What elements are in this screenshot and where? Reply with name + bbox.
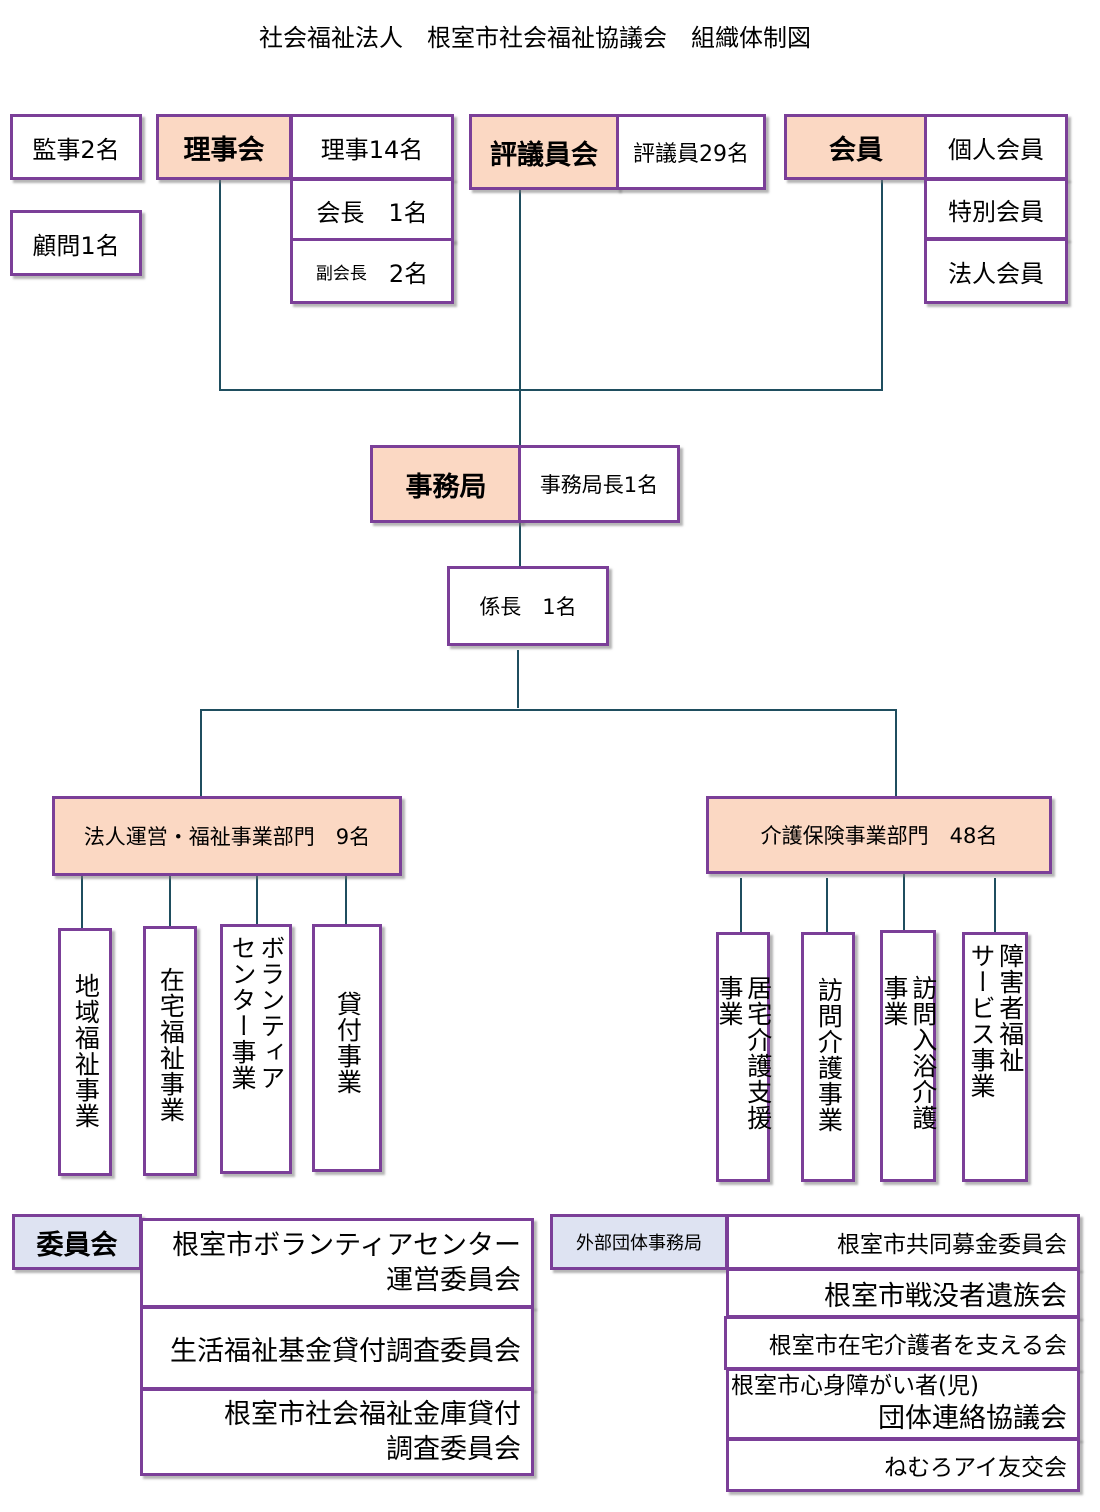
board-vice-chair: 副会長 2名: [290, 238, 454, 304]
external-line: 根室市心身障がい者(児): [731, 1372, 979, 1399]
auditor-box: 監事2名: [10, 114, 142, 180]
board-chair: 会長 1名: [290, 178, 454, 242]
external-eye-friendship: ねむろアイ友交会: [726, 1438, 1080, 1492]
secretariat-header: 事務局: [370, 445, 522, 523]
council-members: 評議員29名: [616, 114, 766, 190]
external-bereaved-families: 根室市戦没者遺族会: [726, 1268, 1080, 1318]
council-header: 評議員会: [469, 114, 619, 190]
membership-header: 会員: [784, 114, 928, 180]
unit-disability-services: 障害者福祉 サービス事業: [962, 932, 1028, 1182]
unit-home-care-support: 居宅介護支援 事業: [715, 932, 773, 1182]
unit-label: 訪問介護事業: [814, 977, 844, 1133]
committee-line: 根室市社会福祉金庫貸付: [224, 1398, 521, 1430]
board-header: 理事会: [156, 114, 292, 180]
committee-line: 根室市ボランティアセンター: [172, 1229, 521, 1261]
committee-line: 調査委員会: [386, 1434, 521, 1465]
department-admin-welfare: 法人運営・福祉事業部門 9名: [52, 796, 402, 876]
unit-label: 居宅介護支援 事業: [715, 975, 773, 1131]
chief-box: 係長 1名: [447, 566, 609, 646]
unit-volunteer-center: ボランティア センター事業: [220, 924, 292, 1174]
external-header: 外部団体事務局: [550, 1214, 728, 1270]
advisor-box: 顧問1名: [10, 210, 142, 276]
department-care-insurance: 介護保険事業部門 48名: [706, 796, 1052, 874]
member-type-individual: 個人会員: [924, 114, 1068, 180]
unit-label: 障害者福祉 サービス事業: [967, 943, 1025, 1099]
unit-home-visit-care: 訪問介護事業: [801, 932, 855, 1182]
unit-label: ボランティア センター事業: [228, 935, 286, 1091]
external-line: 団体連絡協議会: [878, 1403, 1067, 1435]
unit-home-bathing: 訪問入浴介護 事業: [880, 930, 938, 1182]
page-title: 社会福祉法人 根室市社会福祉協議会 組織体制図: [259, 24, 811, 52]
unit-label: 在宅福祉事業: [156, 967, 186, 1123]
unit-label: 訪問入浴介護 事業: [880, 975, 938, 1131]
unit-community-welfare: 地域福祉事業: [58, 928, 112, 1176]
external-community-chest: 根室市共同募金委員会: [726, 1214, 1080, 1270]
secretariat-head: 事務局長1名: [518, 445, 680, 523]
board-directors: 理事14名: [290, 114, 454, 180]
external-disability-liaison: 根室市心身障がい者(児) 団体連絡協議会: [726, 1368, 1080, 1440]
unit-label: 地域福祉事業: [71, 973, 101, 1129]
member-type-corporate: 法人会員: [924, 238, 1068, 304]
unit-label: 貸付事業: [333, 991, 363, 1095]
vice-chair-count: 2名: [388, 259, 429, 288]
committee-living-welfare-fund: 生活福祉基金貸付調査委員会: [140, 1306, 534, 1390]
committees-header: 委員会: [12, 1214, 142, 1270]
external-caregivers-support: 根室市在宅介護者を支える会: [724, 1316, 1080, 1370]
unit-loans: 貸付事業: [312, 924, 382, 1172]
member-type-special: 特別会員: [924, 178, 1068, 240]
committee-volunteer-center: 根室市ボランティアセンター 運営委員会: [140, 1218, 534, 1308]
vice-chair-title: 副会長: [315, 263, 367, 284]
unit-home-welfare: 在宅福祉事業: [143, 926, 197, 1176]
committee-welfare-treasury: 根室市社会福祉金庫貸付 調査委員会: [140, 1388, 534, 1476]
committee-line: 運営委員会: [386, 1265, 521, 1296]
